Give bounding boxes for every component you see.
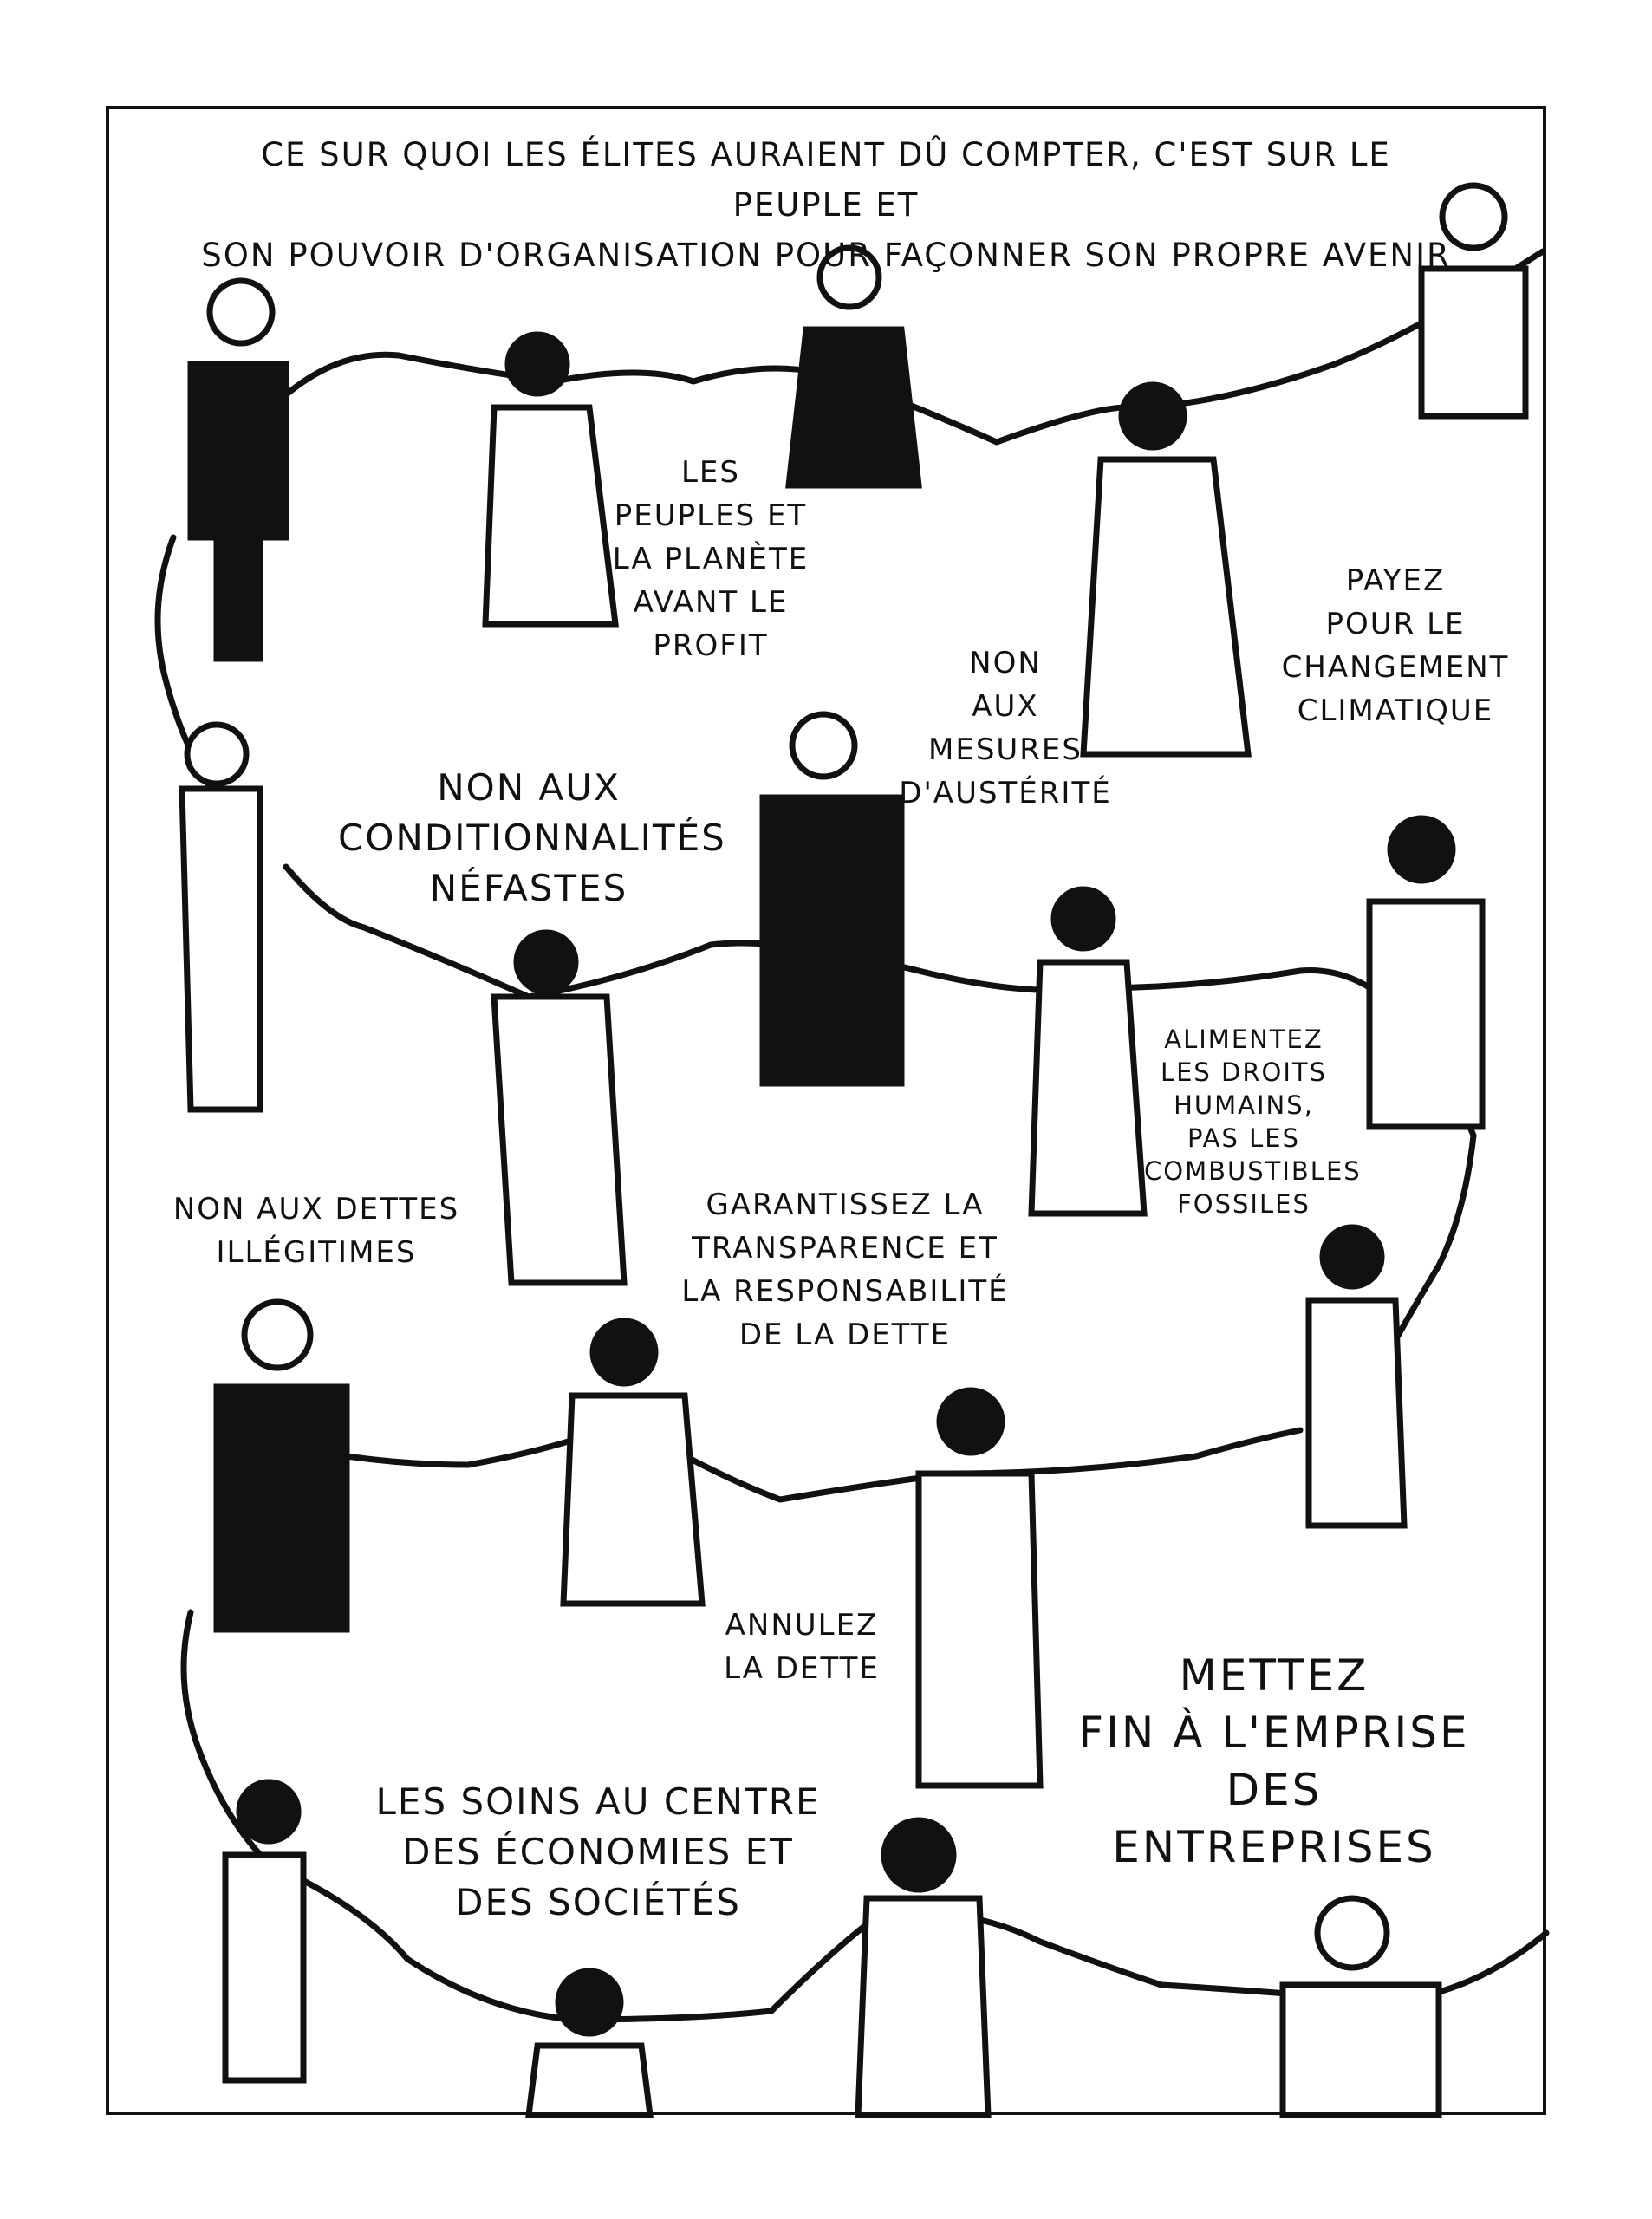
slogan-peoples-planet: LES PEUPLES ET LA PLANÈTE AVANT LE PROFI…	[612, 455, 810, 663]
person-body	[915, 1470, 1044, 1789]
person-head	[504, 331, 570, 397]
person-body	[759, 794, 905, 1087]
person-head	[513, 929, 579, 995]
person-head	[555, 1968, 624, 2037]
person-head	[936, 1387, 1005, 1456]
person-head	[236, 1779, 302, 1845]
slogan-illegitimate-debts: NON AUX DETTES ILLÉGITIMES	[172, 1192, 460, 1270]
slogan-no-conditionalities: NON AUX CONDITIONNALITÉS NÉFASTES	[338, 766, 726, 909]
person-head	[241, 1298, 314, 1371]
person-body	[525, 2042, 654, 2118]
person-head	[1118, 381, 1187, 451]
person-head	[1050, 886, 1116, 952]
person-body	[482, 404, 619, 628]
person-body	[222, 1851, 307, 2084]
person-body	[1366, 898, 1486, 1130]
header-caption: CE SUR QUOI LES ÉLITES AURAIENT DÛ COMPT…	[201, 136, 1451, 274]
person-head	[1439, 182, 1508, 251]
person-body	[1080, 456, 1252, 758]
person-head	[881, 1817, 957, 1893]
slogan-care-center: LES SOINS AU CENTRE DES ÉCONOMIES ET DES…	[375, 1780, 821, 1923]
person-body	[560, 1392, 706, 1607]
person-body	[1305, 1297, 1408, 1529]
person-body	[491, 993, 628, 1286]
slogan-pay-climate: PAYEZ POUR LE CHANGEMENT CLIMATIQUE	[1281, 563, 1510, 728]
person-head	[1319, 1224, 1385, 1290]
chain-row-3	[343, 1418, 1304, 1503]
people-figures	[179, 182, 1529, 2118]
person-head	[184, 721, 250, 787]
person-body	[213, 1383, 350, 1633]
person-body	[187, 361, 289, 662]
person-body	[179, 785, 263, 1113]
person-head	[1314, 1895, 1390, 1971]
person-body	[785, 326, 922, 489]
chain-left-turn-3	[180, 1609, 272, 1867]
slogan-transparency: GARANTISSEZ LA TRANSPARENCE ET LA RESPON…	[681, 1188, 1009, 1352]
person-head	[789, 711, 858, 780]
person-body	[1028, 959, 1148, 1217]
person-head	[206, 277, 276, 347]
person-head	[589, 1318, 659, 1387]
person-head	[816, 244, 882, 310]
slogan-no-austerity: NON AUX MESURES D'AUSTÉRITÉ	[899, 646, 1112, 810]
slogan-cancel-debt: ANNULEZ LA DETTE	[724, 1608, 880, 1686]
person-head	[1387, 815, 1456, 884]
person-body	[1418, 265, 1529, 420]
slogan-corporate-capture: METTEZ FIN À L'EMPRISE DES ENTREPRISES	[1078, 1650, 1470, 1872]
person-body	[855, 1895, 992, 2118]
slogan-human-rights: ALIMENTEZ LES DROITS HUMAINS, PAS LES CO…	[1144, 1025, 1362, 1219]
person-body	[1279, 1981, 1442, 2118]
